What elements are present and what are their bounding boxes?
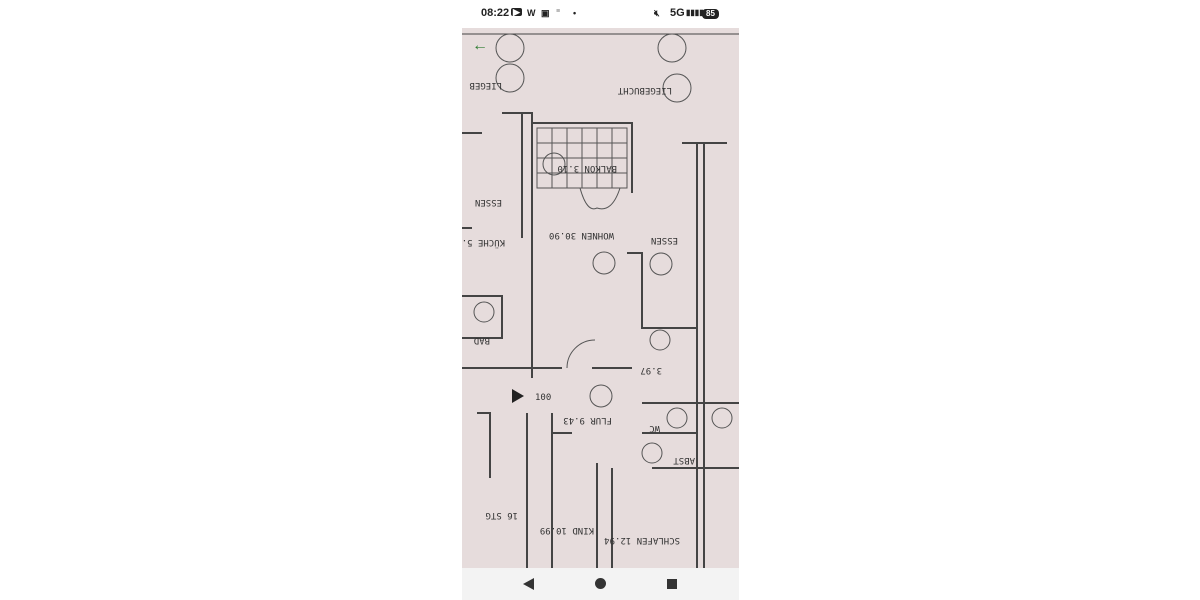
svg-text:ESSEN: ESSEN bbox=[651, 235, 678, 245]
battery-level: 85 bbox=[702, 9, 719, 19]
svg-text:SCHLAFEN 12.94: SCHLAFEN 12.94 bbox=[604, 535, 680, 545]
navigation-bar bbox=[462, 568, 739, 600]
svg-text:ESSEN: ESSEN bbox=[475, 197, 502, 207]
svg-text:WC: WC bbox=[649, 423, 660, 433]
network-type: 5G bbox=[670, 7, 685, 19]
signal-icon: ▮▮▮▮ bbox=[686, 8, 704, 17]
image-viewer[interactable]: LIEGEBUCHT LIEGEB ESSEN KÜCHE 5.57 WOHNE… bbox=[462, 28, 739, 568]
play-icon[interactable] bbox=[512, 389, 524, 403]
message-icon: ▣ bbox=[541, 8, 550, 18]
nav-home-icon[interactable] bbox=[595, 578, 606, 589]
svg-text:LIEGEB: LIEGEB bbox=[469, 80, 502, 90]
nav-back-icon[interactable] bbox=[523, 578, 534, 590]
w-app-icon: W bbox=[527, 8, 536, 18]
svg-text:KÜCHE 5.57: KÜCHE 5.57 bbox=[462, 237, 505, 248]
svg-text:3.97: 3.97 bbox=[640, 365, 662, 375]
plan-lettering: LIEGEBUCHT LIEGEB ESSEN KÜCHE 5.57 WOHNE… bbox=[462, 80, 695, 545]
arrow-left-icon[interactable]: ← bbox=[472, 37, 488, 54]
room-label-bad: BAD bbox=[474, 335, 490, 345]
svg-text:LIEGEBUCHT: LIEGEBUCHT bbox=[617, 85, 672, 95]
youtube-icon: ▶ bbox=[511, 7, 522, 17]
more-dot-icon: • bbox=[573, 8, 577, 18]
nav-recents-icon[interactable] bbox=[667, 579, 677, 589]
svg-text:KIND 10.99: KIND 10.99 bbox=[540, 525, 594, 535]
clock: 08:22 bbox=[481, 7, 510, 19]
svg-text:BALKON 3.10: BALKON 3.10 bbox=[557, 163, 617, 173]
svg-text:16 STG: 16 STG bbox=[485, 510, 518, 520]
floor-plan-image: LIEGEBUCHT LIEGEB ESSEN KÜCHE 5.57 WOHNE… bbox=[462, 33, 739, 568]
news-icon: ≡ bbox=[556, 8, 561, 15]
svg-text:100: 100 bbox=[535, 393, 551, 403]
svg-text:FLUR 9.43: FLUR 9.43 bbox=[563, 415, 612, 425]
svg-text:WOHNEN 30.90: WOHNEN 30.90 bbox=[549, 230, 614, 240]
status-bar: 08:22 ▶ W ▣ ≡ • 🔇︎ 5G ▮▮▮▮ 85 bbox=[462, 0, 739, 28]
phone-screen: 08:22 ▶ W ▣ ≡ • 🔇︎ 5G ▮▮▮▮ 85 bbox=[462, 0, 739, 600]
mute-icon: 🔇︎ bbox=[654, 8, 660, 18]
svg-text:ABST: ABST bbox=[673, 455, 695, 465]
